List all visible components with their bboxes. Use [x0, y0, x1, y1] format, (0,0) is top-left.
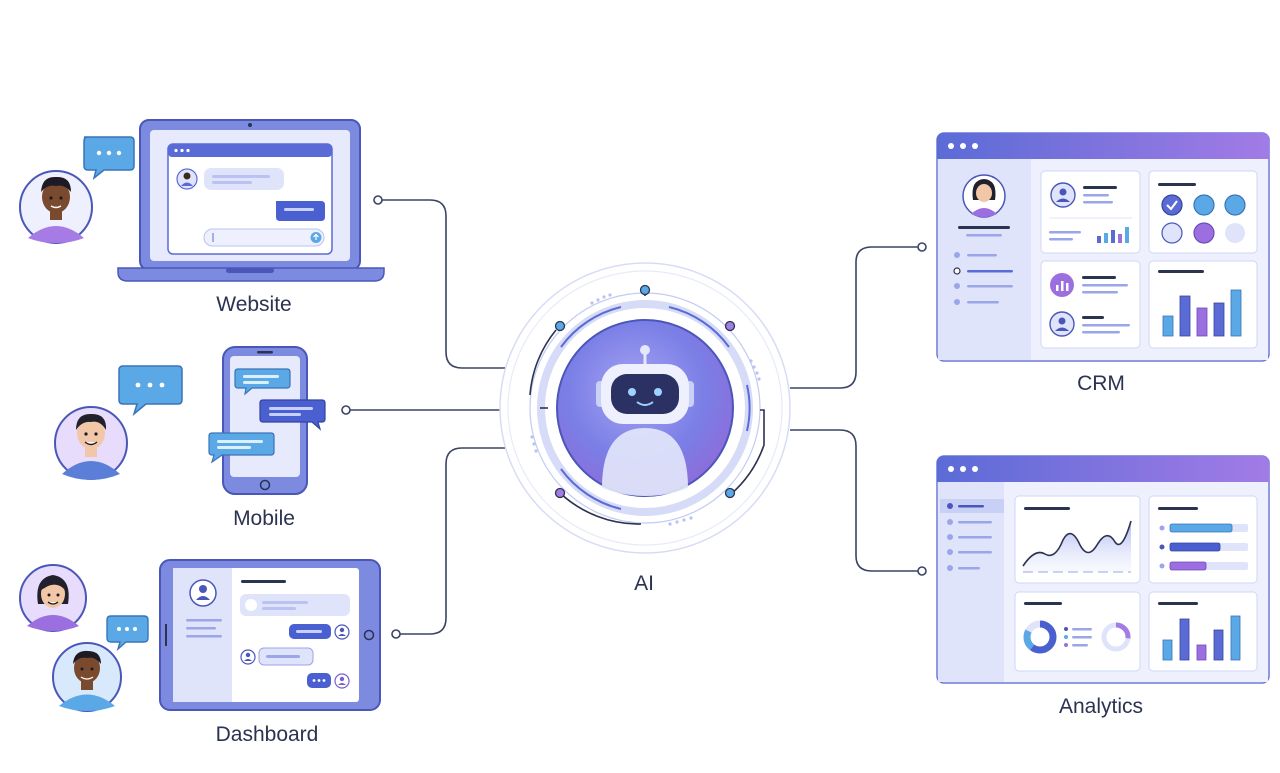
node-label-website: Website: [216, 293, 292, 316]
connector-ai-analytics: [790, 429, 922, 572]
tablet-chat-icon: [159, 559, 381, 711]
user-avatar-dashboard-2: [52, 642, 122, 712]
node-label-ai: AI: [634, 572, 654, 595]
user-avatar-website: [19, 170, 93, 244]
user-avatar-mobile: [54, 406, 128, 480]
analytics-window-icon: [936, 455, 1270, 684]
chat-bubble-icon: [118, 365, 183, 417]
phone-chat-icon: [208, 346, 326, 495]
node-label-mobile: Mobile: [233, 507, 295, 530]
node-label-dashboard: Dashboard: [215, 723, 319, 746]
user-avatar-dashboard-1: [19, 564, 87, 632]
connector-website-ai: [378, 199, 540, 369]
laptop-chat-icon: [117, 119, 385, 282]
connector-dots: [341, 195, 927, 639]
connector-ai-crm: [790, 246, 922, 389]
robot-icon: [499, 262, 791, 554]
node-label-crm: CRM: [1077, 372, 1125, 395]
connector-dashboard-ai: [396, 447, 540, 635]
crm-window-icon: [936, 132, 1270, 362]
node-label-analytics: Analytics: [1058, 695, 1144, 718]
chat-bubble-icon: [83, 136, 135, 180]
connector-lines: [346, 199, 922, 635]
chat-bubble-icon: [106, 615, 149, 652]
